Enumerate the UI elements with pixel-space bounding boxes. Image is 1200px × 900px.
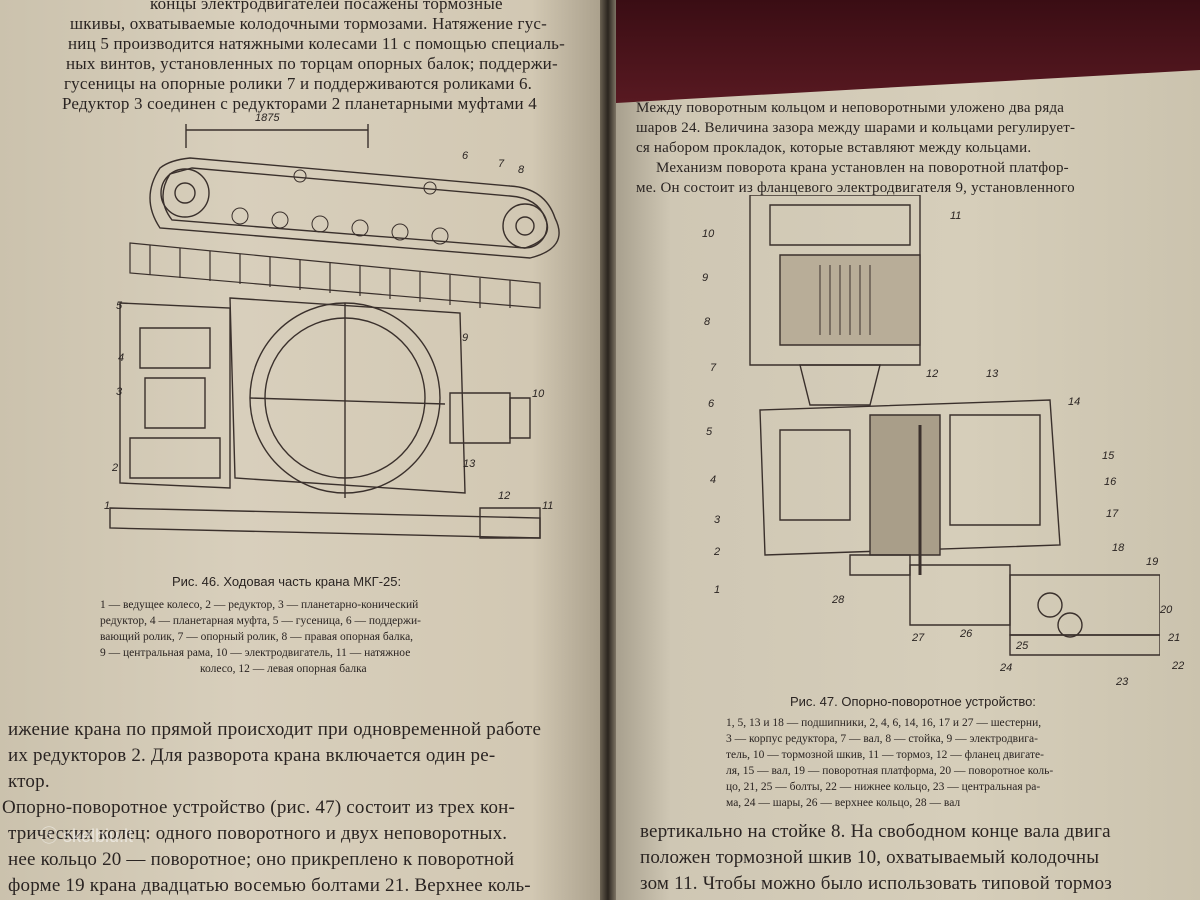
figure-label: 17	[1106, 508, 1119, 520]
figure-label: 26	[960, 628, 973, 640]
left-text-line: Редуктор 3 соединен с редукторами 2 план…	[62, 94, 537, 113]
figure-label: 1	[104, 500, 111, 512]
left-text-line: концы электродвигателей посажены тормозн…	[150, 0, 503, 13]
figure-label: 5	[706, 426, 713, 438]
figure-label: 11	[542, 500, 554, 512]
figure-label: 28	[832, 594, 845, 606]
figure-caption-line: 9 — центральная рама, 10 — электродвигат…	[100, 647, 411, 659]
left-text-line: Опорно-поворотное устройство (рис. 47) с…	[2, 797, 516, 818]
right-text-line: Между поворотным кольцом и неповоротными…	[636, 100, 1065, 116]
left-text-line: ниц 5 производится натяжными колесами 11…	[68, 34, 565, 53]
figure-label: 23	[1116, 676, 1129, 688]
figure-caption-line: ля, 15 — вал, 19 — поворотная платформа,…	[726, 765, 1054, 777]
figure-label: 9	[462, 332, 469, 344]
figure-caption-line: ма, 24 — шары, 26 — верхнее кольцо, 28 —…	[726, 797, 961, 809]
figure-caption-title: Рис. 46. Ходовая часть крана МКГ-25:	[172, 574, 402, 589]
figure-label: 3	[116, 386, 123, 398]
figure-label: 6	[708, 398, 715, 410]
right-text-line: положен тормозной шкив 10, охватываемый …	[640, 847, 1100, 868]
figure-label: 12	[498, 490, 511, 502]
figure-caption-line: 3 — корпус редуктора, 7 — вал, 8 — стойк…	[726, 733, 1038, 745]
left-text-line: их редукторов 2. Для разворота крана вкл…	[8, 745, 496, 766]
figure-label: 8	[518, 164, 525, 176]
figure-caption-line: вающий ролик, 7 — опорный ролик, 8 — пра…	[100, 631, 414, 643]
figure-label: 14	[1068, 396, 1081, 408]
figure-caption-line: колесо, 12 — левая опорная балка	[200, 663, 367, 675]
figure-label: 9	[702, 272, 709, 284]
figure-caption-line: редуктор, 4 — планетарная муфта, 5 — гус…	[100, 615, 421, 627]
slewing-device-drawing	[749, 195, 1160, 656]
right-text-line: вертикально на стойке 8. На свободном ко…	[640, 821, 1111, 842]
figure-label: 13	[463, 458, 476, 470]
figure-label: 7	[710, 362, 717, 374]
left-text-line: ных винтов, установленных по торцам опор…	[66, 54, 558, 73]
left-text-line: ктор.	[8, 771, 50, 792]
figure-label: 22	[1172, 660, 1185, 672]
left-text-line: ижение крана по прямой происходит при од…	[8, 719, 542, 740]
crawler-undercarriage-drawing	[109, 124, 560, 539]
figure-label: 10	[702, 228, 715, 240]
left-text-line: трических колец: одного поворотного и дв…	[8, 823, 508, 844]
right-text-line: ме. Он состоит из фланцевого электродвиг…	[636, 180, 1075, 196]
figure-label: 2	[714, 546, 721, 558]
figure-caption-title: Рис. 47. Опорно-поворотное устройство:	[790, 694, 1036, 709]
figure-label: 1	[714, 584, 721, 596]
figure-label: 24	[1000, 662, 1013, 674]
figure-label: 6	[462, 150, 469, 162]
figure-label: 10	[532, 388, 545, 400]
book-gutter	[600, 0, 616, 900]
left-text-line: нее кольцо 20 — поворотное; оно прикрепл…	[8, 849, 515, 870]
watermark-logo: ⓢ skelbiu.lt	[40, 826, 134, 846]
figure-label: 13	[986, 368, 999, 380]
left-page	[0, 0, 604, 900]
left-text-line: форме 19 крана двадцатью восемью болтами…	[8, 875, 531, 896]
figure-label: 21	[1168, 632, 1181, 644]
figure-label: 5	[116, 300, 123, 312]
figure-label: 3	[714, 514, 721, 526]
right-text-line: шаров 24. Величина зазора между шарами и…	[636, 120, 1076, 136]
figure-label: 11	[950, 210, 962, 222]
right-text-line: Механизм поворота крана установлен на по…	[656, 160, 1069, 176]
figure-label: 7	[498, 158, 505, 170]
left-text-line: гусеницы на опорные ролики 7 и поддержив…	[64, 74, 533, 93]
figure-caption-line: тель, 10 — тормозной шкив, 11 — тормоз, …	[726, 749, 1044, 761]
figure-caption-line: цо, 21, 25 — болты, 22 — нижнее кольцо, …	[726, 781, 1041, 793]
right-text-line: зом 11. Чтобы можно было использовать ти…	[640, 873, 1112, 894]
figure-label: 18	[1112, 542, 1125, 554]
figure-label: 8	[704, 316, 711, 328]
figure-label: 19	[1146, 556, 1159, 568]
figure-label: 20	[1160, 604, 1173, 616]
figure-label: 4	[710, 474, 717, 486]
figure-label: 2	[112, 462, 119, 474]
figure-caption-line: 1, 5, 13 и 18 — подшипники, 2, 4, 6, 14,…	[726, 717, 1042, 729]
right-text-line: ся набором прокладок, которые вставляют …	[636, 140, 1032, 156]
figure-label: 16	[1104, 476, 1117, 488]
figure-label: 25	[1016, 640, 1029, 652]
figure-label: 15	[1102, 450, 1115, 462]
figure-label: 4	[118, 352, 125, 364]
dimension-label: 1875	[255, 112, 280, 124]
figure-label: 27	[912, 632, 925, 644]
figure-caption-line: 1 — ведущее колесо, 2 — редуктор, 3 — пл…	[100, 599, 419, 611]
figure-label: 12	[926, 368, 939, 380]
left-text-line: шкивы, охватываемые колодочными тормозам…	[70, 14, 548, 33]
